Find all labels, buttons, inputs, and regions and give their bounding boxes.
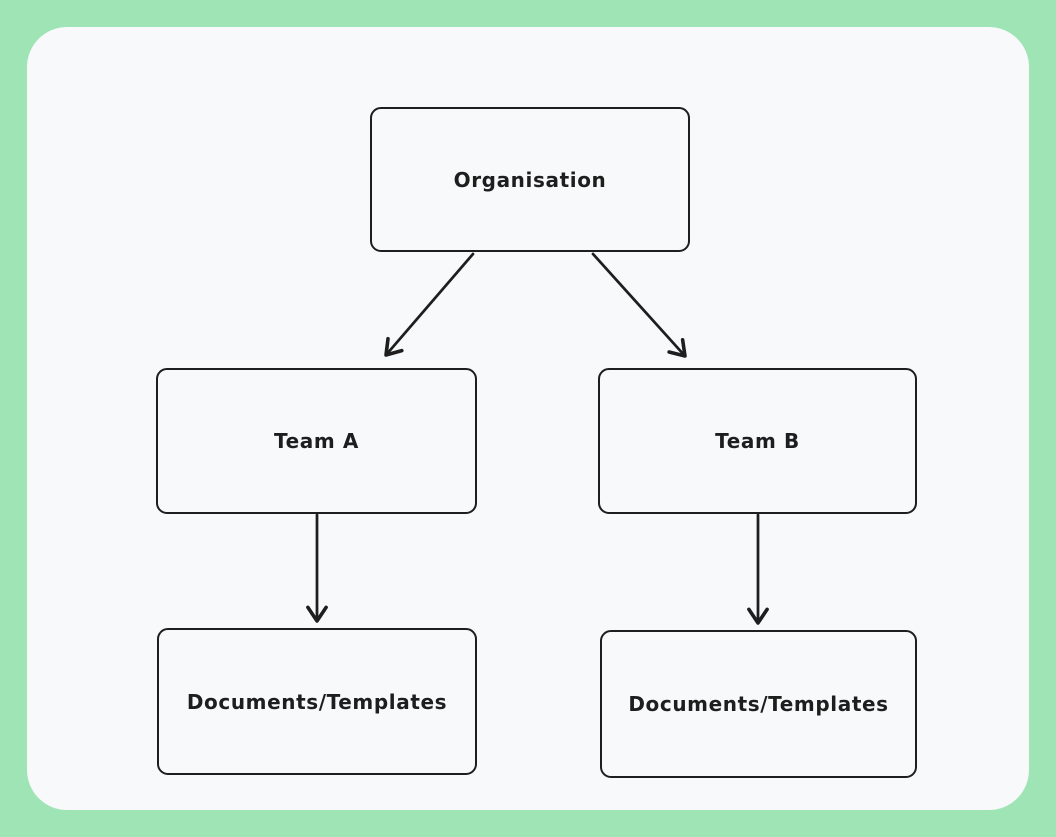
node-documents-templates-a-label: Documents/Templates <box>186 689 448 714</box>
arrow-organisation-to-team-b <box>591 252 687 358</box>
diagram-canvas: Organisation Team A Team B Documents/Tem… <box>27 27 1029 810</box>
node-organisation-label: Organisation <box>453 167 607 192</box>
node-organisation: Organisation <box>370 107 690 252</box>
node-team-a: Team A <box>156 368 477 514</box>
node-team-b: Team B <box>598 368 917 514</box>
node-documents-templates-b-label: Documents/Templates <box>628 692 889 716</box>
node-documents-templates-b: Documents/Templates <box>600 630 917 778</box>
node-documents-templates-a: Documents/Templates <box>157 628 477 775</box>
node-team-b-label: Team B <box>715 429 800 453</box>
arrow-organisation-to-team-a <box>384 252 475 357</box>
node-team-a-label: Team A <box>274 429 359 453</box>
